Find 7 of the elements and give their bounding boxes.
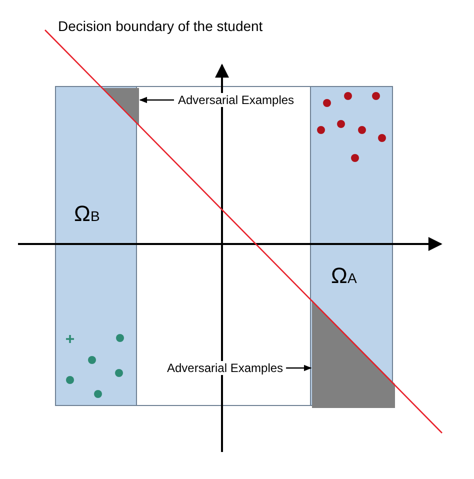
region-band [55,86,137,406]
line-label: Decision boundary of the student [58,18,263,34]
arrow [286,364,312,372]
annotation-text: Adversarial Examples [176,93,296,107]
region-band [310,86,393,406]
arrow [139,96,174,104]
annotation-text: Adversarial Examples [165,361,286,375]
